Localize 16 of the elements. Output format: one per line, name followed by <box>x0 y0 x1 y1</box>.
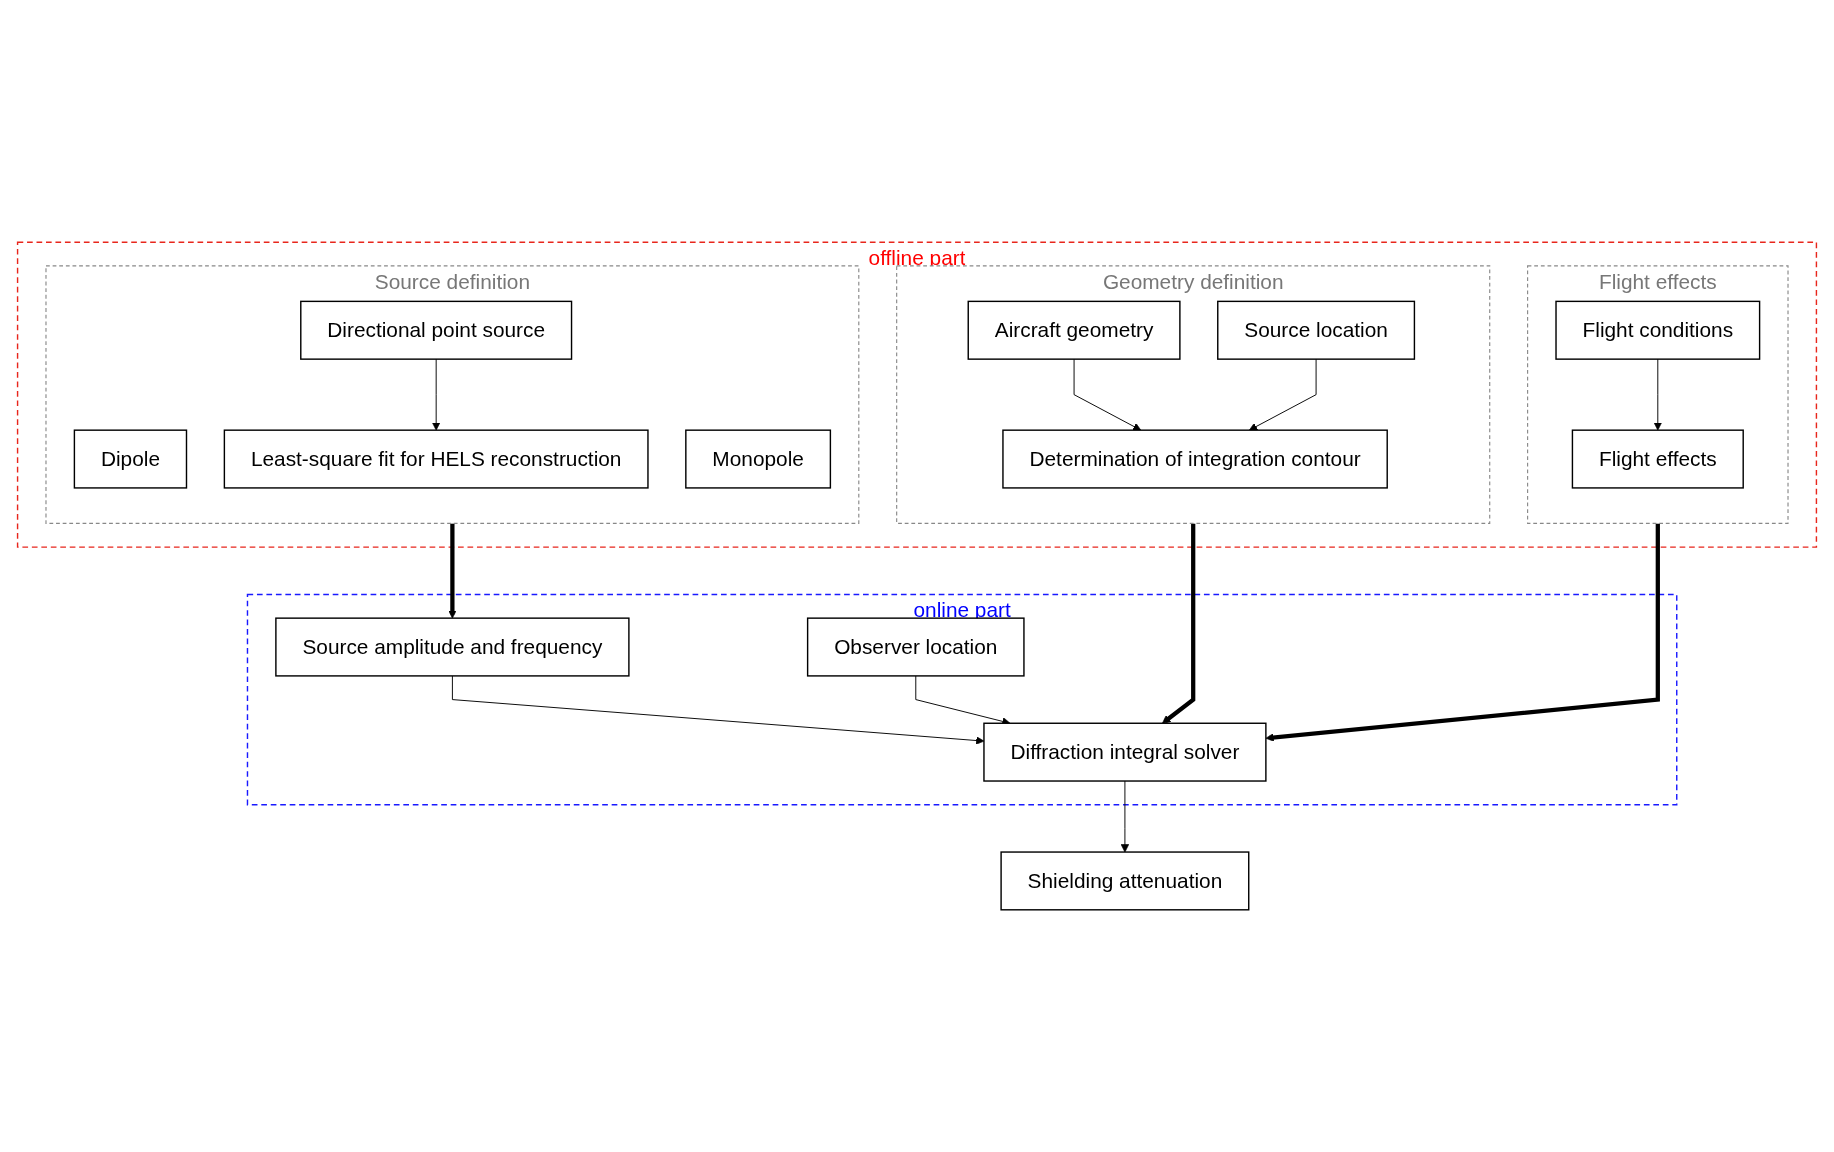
node-box: Least-square fit for HELS reconstruction <box>223 429 649 489</box>
node-box: Aircraft geometry <box>967 300 1181 360</box>
node-box: Flight conditions <box>1555 300 1761 360</box>
arrow <box>1265 523 1660 742</box>
node-box: Directional point source <box>300 300 573 360</box>
node-box: Shielding attenuation <box>1000 851 1250 911</box>
node-box: Flight effects <box>1571 429 1744 489</box>
node-box: Determination of integration contour <box>1002 429 1388 489</box>
arrow <box>448 523 457 619</box>
node-box: Dipole <box>73 429 188 489</box>
node-box: Source location <box>1217 300 1416 360</box>
node-box: Observer location <box>806 617 1025 677</box>
node-box: Diffraction integral solver <box>983 722 1267 782</box>
node-box: Source amplitude and frequency <box>275 617 630 677</box>
node-box: Monopole <box>685 429 832 489</box>
arrow <box>1162 523 1196 724</box>
